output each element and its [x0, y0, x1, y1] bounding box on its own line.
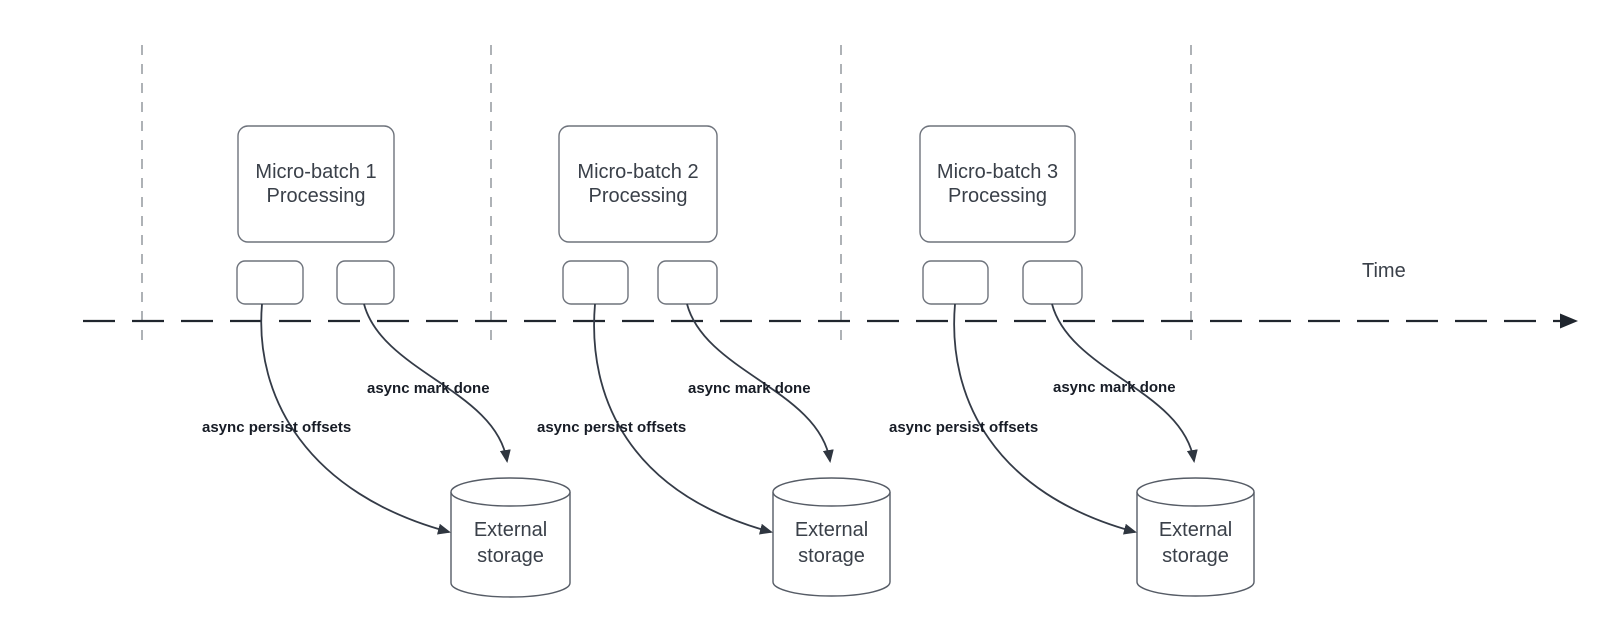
persist-offsets-arrow-1: [260, 303, 451, 535]
micro-batch-2-task-box-b: [657, 260, 718, 305]
external-storage-label-2-line1: External: [794, 518, 869, 541]
micro-batch-2-title: Micro-batch 2 Processing: [559, 126, 717, 242]
micro-batch-2-box: [558, 125, 718, 243]
external-storage-label-2: External storage: [773, 492, 890, 593]
external-storage-cylinder-3: [1136, 477, 1255, 597]
micro-batch-3-title: Micro-batch 3 Processing: [920, 126, 1075, 242]
mark-done-arrow-1: [363, 303, 511, 463]
micro-batch-1-title-line2: Processing: [266, 185, 366, 207]
micro-batch-1-title: Micro-batch 1 Processing: [238, 126, 394, 242]
micro-batch-1-title-line1: Micro-batch 1: [255, 161, 377, 183]
micro-batch-3-box: [919, 125, 1076, 243]
micro-batch-1-box: [237, 125, 395, 243]
time-axis-arrowhead-icon: [1560, 313, 1578, 329]
mark-done-label-1: async mark done: [367, 380, 490, 397]
persist-offsets-label-1: async persist offsets: [202, 419, 352, 436]
micro-batch-2-title-line2: Processing: [588, 185, 688, 207]
persist-offsets-label-2: async persist offsets: [537, 419, 687, 436]
micro-batch-2-task-box-a: [562, 260, 629, 305]
micro-batch-3-task-box-a: [922, 260, 989, 305]
micro-batch-1-task-box-a: [236, 260, 304, 305]
external-storage-label-1-line1: External: [473, 519, 548, 541]
mark-done-arrow-3: [1051, 303, 1198, 463]
mark-done-label-2: async mark done: [688, 380, 811, 397]
persist-offsets-arrow-2: [593, 303, 773, 535]
time-label: Time: [1362, 260, 1406, 282]
mark-done-arrow-2: [686, 303, 834, 463]
micro-batch-3-title-line2: Processing: [948, 185, 1047, 207]
external-storage-label-3: External storage: [1137, 492, 1254, 593]
mark-done-label-3: async mark done: [1053, 379, 1176, 396]
external-storage-label-2-line2: storage: [798, 544, 865, 567]
external-storage-label-3-line1: External: [1158, 518, 1233, 541]
micro-batch-3-task-box-b: [1022, 260, 1083, 305]
external-storage-cylinder-2: [772, 477, 891, 597]
persist-offsets-arrow-3: [953, 303, 1137, 535]
external-storage-cylinder-1: [450, 477, 571, 598]
external-storage-label-1: External storage: [451, 492, 570, 594]
micro-batch-3-title-line1: Micro-batch 3: [936, 161, 1059, 183]
micro-batch-1-task-box-b: [336, 260, 395, 305]
external-storage-label-1-line2: storage: [477, 545, 544, 567]
micro-batch-2-title-line1: Micro-batch 2: [577, 161, 699, 183]
persist-offsets-label-3: async persist offsets: [889, 419, 1039, 436]
external-storage-label-3-line2: storage: [1162, 544, 1229, 567]
